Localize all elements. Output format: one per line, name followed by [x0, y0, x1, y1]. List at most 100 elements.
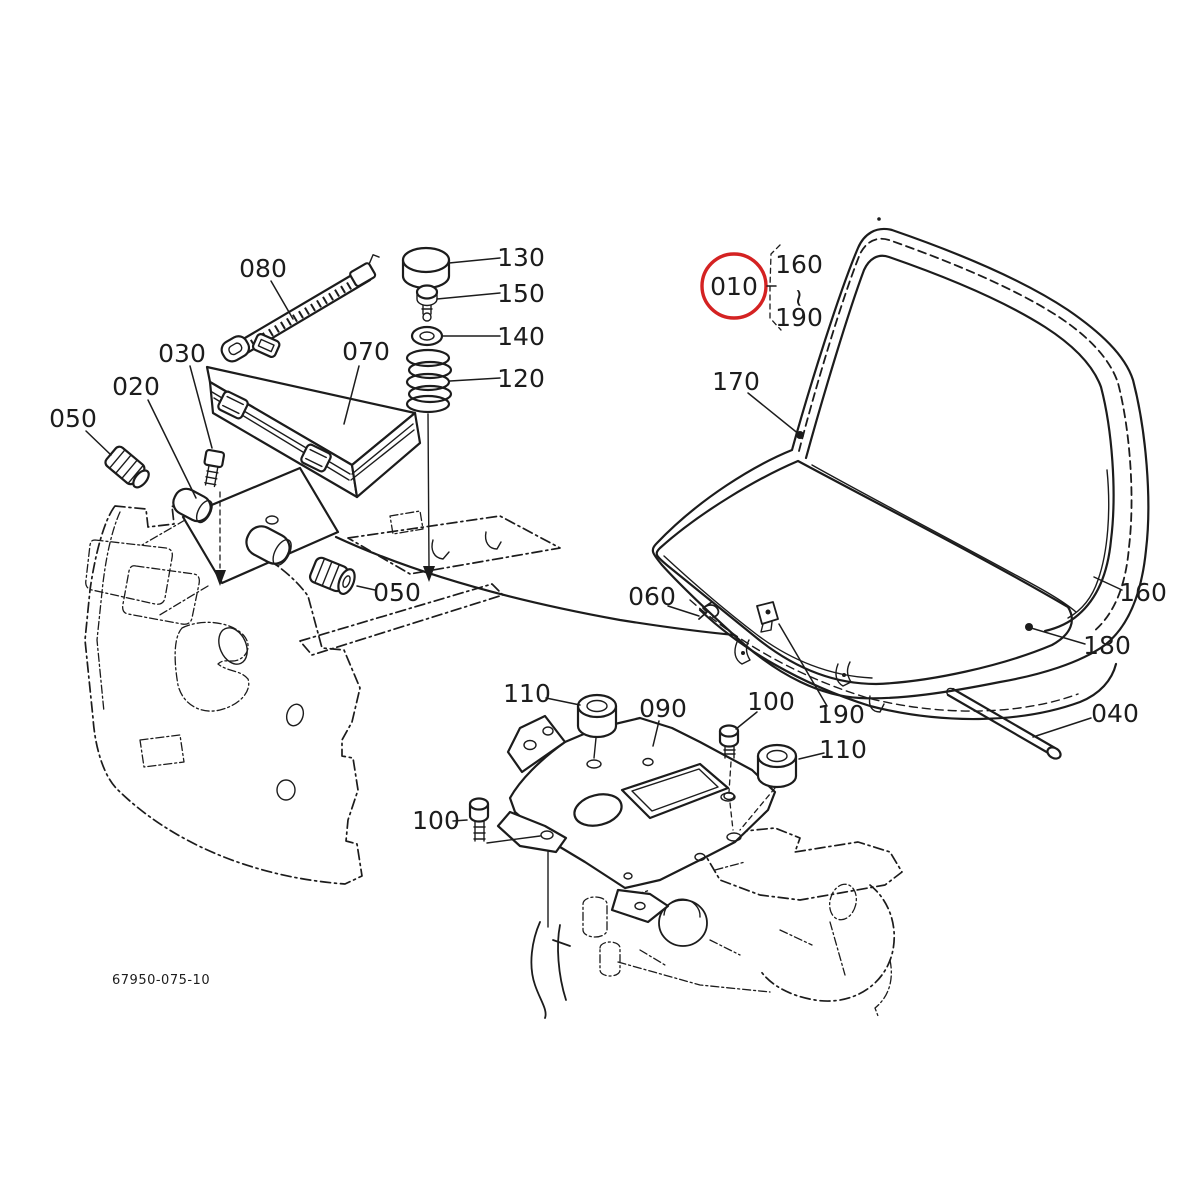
- clasp-lines: [222, 395, 244, 415]
- support-hook-a: [431, 539, 450, 560]
- callout-110-left: 110: [503, 679, 551, 708]
- clasp-lines: [305, 448, 327, 468]
- seat-inner-edge: [1067, 469, 1110, 619]
- plate-tab-bottom: [610, 888, 670, 924]
- seat-base-piping: [689, 599, 1079, 712]
- fender-oval-hole: [218, 627, 248, 665]
- screw-threads: [314, 558, 340, 589]
- assembly-highlight-circle: [700, 252, 768, 320]
- rail-foot: [868, 695, 885, 713]
- drawing-number: 67950-075-10: [112, 973, 210, 988]
- cap-130-top: [401, 246, 451, 274]
- trans-housing-tail: [874, 959, 892, 1017]
- bolt-150-tip: [422, 312, 432, 322]
- leader-020: [147, 399, 197, 499]
- plate-tab-left: [496, 810, 568, 854]
- seat-assembly: [651, 217, 1150, 721]
- fender-pad-lower: [122, 565, 200, 625]
- bushing-axis-dashed: [739, 787, 776, 831]
- callout-080: 080: [239, 254, 287, 283]
- trans-rod: [617, 961, 771, 993]
- leader-030: [189, 365, 213, 449]
- rod-040: [946, 687, 1062, 760]
- roller-end: [195, 499, 213, 524]
- fitting-hook: [368, 254, 380, 265]
- bracket-190-hole: [765, 609, 771, 615]
- bushing-seat-hole: [726, 832, 742, 842]
- bolt-head-top: [468, 797, 490, 811]
- callout-120: 120: [497, 364, 545, 393]
- leader-180-dot: [1025, 623, 1033, 631]
- trans-boss-b: [599, 941, 621, 977]
- rod-edge-a: [946, 693, 1052, 756]
- spring-axis-arrow: [423, 566, 435, 582]
- fitting-body: [349, 262, 377, 288]
- callout-050-left: 050: [49, 404, 97, 433]
- leader-110-left: [545, 697, 581, 706]
- fender-link-line-b: [141, 519, 186, 546]
- leader-090: [652, 720, 660, 747]
- rail-tab-a-hole: [741, 651, 745, 655]
- bushing-axis: [593, 737, 597, 759]
- bolt-030-arrow: [214, 570, 226, 586]
- bolt-030: [203, 448, 226, 586]
- callout-030: 030: [158, 339, 206, 368]
- toolbox-lid-seam: [211, 391, 415, 481]
- plate-large-hole: [573, 793, 623, 827]
- bolt-150-head: [415, 284, 439, 300]
- callout-130: 130: [497, 243, 545, 272]
- bushing-top: [576, 693, 618, 719]
- leader-170-dot: [796, 431, 804, 439]
- roller-body: [172, 487, 212, 523]
- bolt-shank: [723, 745, 736, 759]
- clasp-body: [217, 390, 249, 420]
- washer-inner: [419, 331, 435, 341]
- spring-coil: [405, 394, 451, 414]
- bracket-range-separator: ~: [785, 288, 814, 309]
- leader-170: [747, 392, 801, 436]
- knob-group: [401, 246, 453, 582]
- rail-tab-a: [734, 639, 751, 665]
- bolt-030-head: [203, 448, 226, 469]
- rail-tab-b: [835, 661, 852, 687]
- screw-cap: [337, 568, 356, 596]
- callout-170: 170: [712, 367, 760, 396]
- flange-hole-b: [542, 726, 554, 736]
- spring-120: [405, 348, 453, 414]
- rod-end-cap: [1046, 746, 1062, 760]
- seat-piping-dashed: [798, 237, 1133, 633]
- bracket-plate-090: [508, 716, 777, 890]
- latch-roller-b: [245, 525, 292, 567]
- strap-end-fitting: [349, 254, 380, 288]
- callout-070: 070: [342, 337, 390, 366]
- clasp-body: [300, 443, 332, 473]
- seat-inner-contour: [804, 254, 1115, 633]
- toolbox-clasp-right: [300, 443, 332, 473]
- callout-090: 090: [639, 694, 687, 723]
- leader-100-bottom: [452, 819, 468, 822]
- bolt-hole: [720, 792, 736, 802]
- plate-hole-c: [694, 852, 706, 862]
- rod-edge-b: [951, 687, 1057, 750]
- bolt-head-top: [718, 724, 740, 738]
- leader-180: [1030, 627, 1086, 645]
- leader-050-mid: [356, 585, 376, 591]
- spring-coil: [405, 372, 451, 392]
- callout-040: 040: [1091, 699, 1139, 728]
- washer-outer: [410, 325, 444, 347]
- screw-threads: [109, 449, 144, 484]
- callout-160: 160: [1119, 578, 1167, 607]
- seat-top-mark: [877, 217, 881, 221]
- toolbox-group: [205, 254, 422, 499]
- fender-link-line-a: [157, 585, 209, 617]
- toolbox-right-face: [350, 411, 422, 499]
- bushing-110-right: [726, 743, 798, 842]
- screw-cap-bore: [342, 575, 351, 588]
- toolbox-keeper: [251, 333, 281, 359]
- bracket-plate-group: [468, 693, 798, 928]
- seat-cushion: [655, 459, 1073, 686]
- bolt-shank: [473, 820, 486, 842]
- flange-hole-a: [523, 739, 537, 751]
- callout-020: 020: [112, 372, 160, 401]
